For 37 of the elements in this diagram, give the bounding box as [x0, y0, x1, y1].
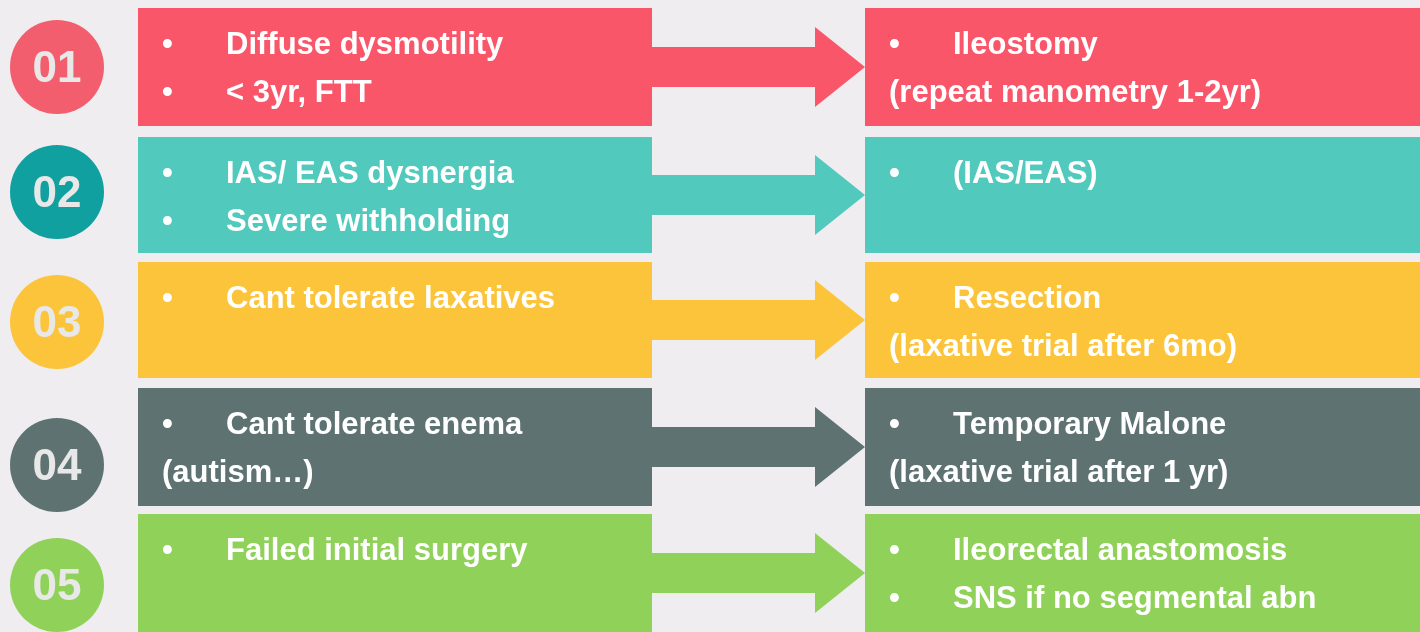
arrow: [652, 280, 865, 360]
treatment-box: [865, 262, 1420, 378]
item-text: • Cant tolerate laxatives: [161, 279, 557, 317]
item-text: • Diffuse dysmotility: [161, 25, 505, 63]
condition-box: [138, 388, 652, 506]
treatment-box: [865, 514, 1420, 632]
item-text: • Resection: [888, 279, 1103, 317]
number-circle: 01: [10, 20, 104, 114]
condition-box: [138, 137, 652, 253]
item-text: • < 3yr, FTT: [161, 73, 373, 111]
item-text: • IAS/ EAS dysnergia: [161, 154, 515, 192]
item-text: • Ileorectal anastomosis: [888, 531, 1289, 569]
item-text: • Ileostomy: [888, 25, 1099, 63]
arrow: [652, 27, 865, 107]
treatment-box: [865, 137, 1420, 253]
treatment-box: [865, 8, 1420, 126]
arrow: [652, 155, 865, 235]
number-circle: 05: [10, 538, 104, 632]
item-text: • SNS if no segmental abn: [888, 579, 1318, 617]
condition-box: [138, 262, 652, 378]
arrow: [652, 407, 865, 487]
condition-box: [138, 514, 652, 632]
condition-box: [138, 8, 652, 126]
item-text: • Failed initial surgery: [161, 531, 529, 569]
item-text: (laxative trial after 6mo): [888, 327, 1239, 365]
item-text: (laxative trial after 1 yr): [888, 453, 1230, 491]
treatment-box: [865, 388, 1420, 506]
arrow: [652, 533, 865, 613]
item-text: • Cant tolerate enema: [161, 405, 524, 443]
item-text: • (IAS/EAS): [888, 154, 1099, 192]
number-circle: 04: [10, 418, 104, 512]
item-text: • Severe withholding: [161, 202, 512, 240]
item-text: • Temporary Malone: [888, 405, 1228, 443]
number-circle: 02: [10, 145, 104, 239]
item-text: (autism…): [161, 453, 315, 491]
number-circle: 03: [10, 275, 104, 369]
item-text: (repeat manometry 1-2yr): [888, 73, 1263, 111]
